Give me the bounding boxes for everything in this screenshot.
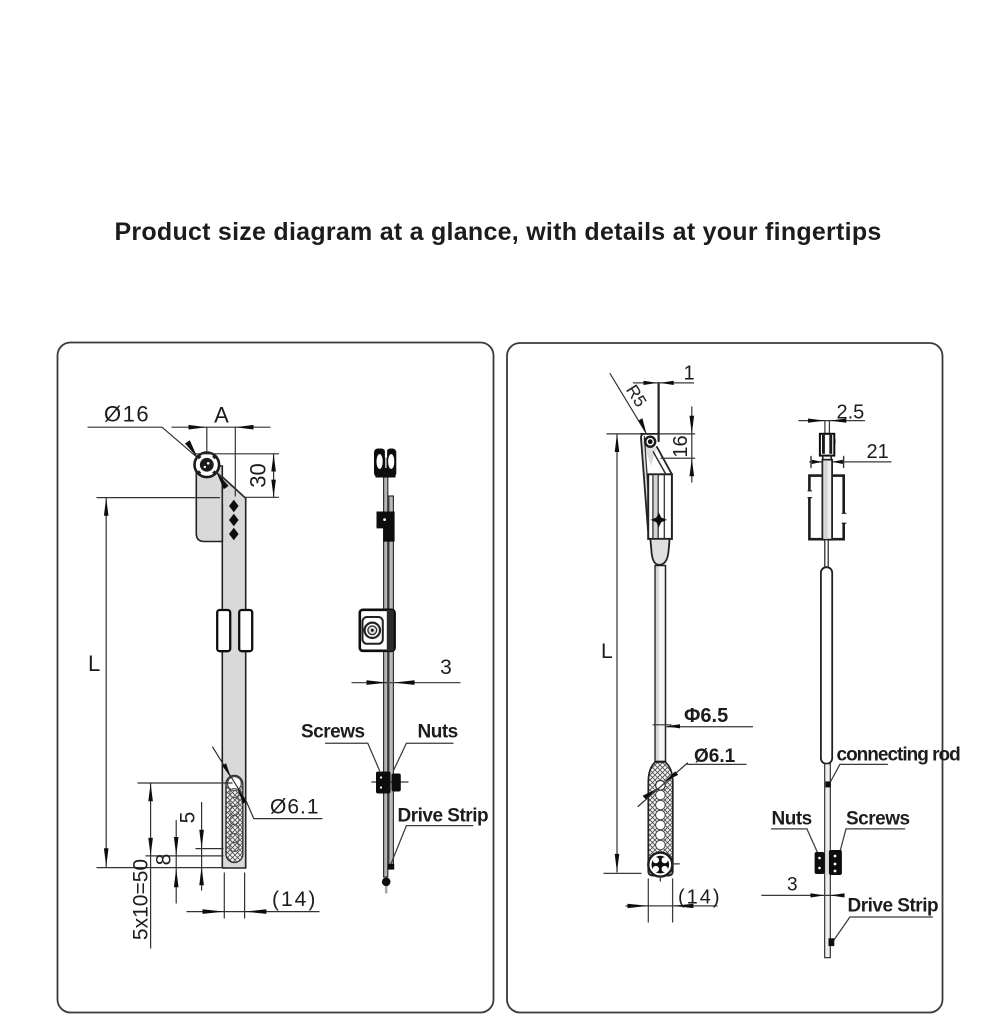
svg-text:21: 21	[867, 441, 889, 463]
svg-text:Screws: Screws	[846, 809, 910, 830]
svg-text:Ø6.1: Ø6.1	[694, 746, 736, 767]
svg-text:5x10=50: 5x10=50	[130, 859, 153, 940]
svg-text:connecting rod: connecting rod	[837, 745, 961, 766]
svg-text:2.5: 2.5	[837, 402, 865, 424]
svg-text:Product size diagram at a glan: Product size diagram at a glance, with d…	[114, 218, 881, 246]
svg-text:Drive Strip: Drive Strip	[848, 896, 939, 917]
svg-text:A: A	[214, 403, 229, 428]
svg-text:Screws: Screws	[301, 722, 365, 743]
svg-text:3: 3	[440, 656, 452, 679]
svg-text:Drive Strip: Drive Strip	[398, 806, 489, 827]
svg-text:16: 16	[670, 435, 692, 457]
svg-text:(14): (14)	[272, 888, 317, 911]
svg-text:Ø6.1: Ø6.1	[270, 796, 320, 819]
svg-text:L: L	[601, 640, 613, 663]
svg-text:Nuts: Nuts	[772, 809, 812, 830]
svg-text:3: 3	[787, 875, 798, 896]
svg-text:(14): (14)	[678, 887, 722, 909]
svg-text:L: L	[88, 651, 100, 676]
svg-text:Φ6.5: Φ6.5	[684, 705, 728, 727]
svg-text:1: 1	[684, 363, 695, 385]
svg-text:30: 30	[246, 463, 271, 487]
svg-text:Nuts: Nuts	[418, 722, 458, 743]
svg-text:5: 5	[177, 812, 200, 824]
svg-text:Ø16: Ø16	[104, 402, 150, 427]
svg-text:8: 8	[153, 854, 176, 866]
